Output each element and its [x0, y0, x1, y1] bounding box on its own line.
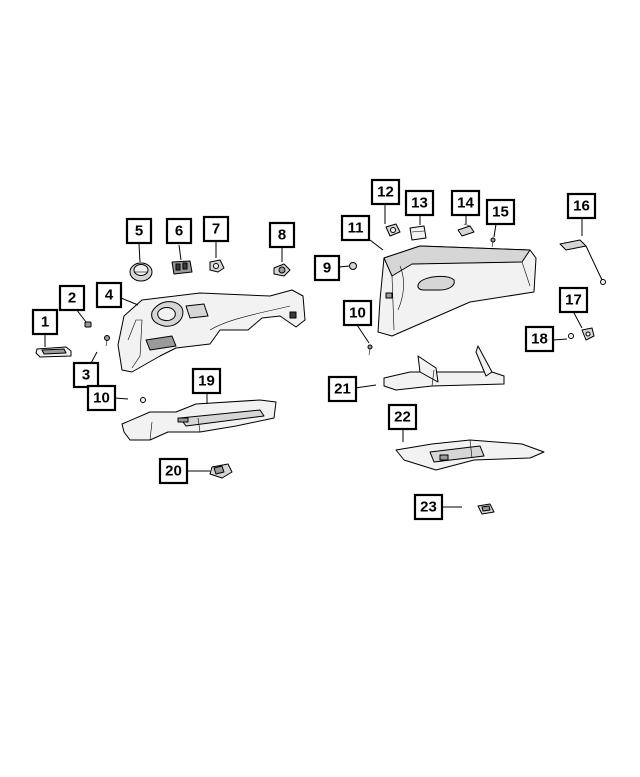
callout-16-label: 16 [573, 198, 590, 215]
part-7-clip [209, 259, 225, 273]
callout-5: 5 [125, 217, 153, 245]
callout-2-label: 2 [68, 290, 76, 307]
callout-2: 2 [58, 284, 86, 312]
callout-8-label: 8 [278, 227, 286, 244]
callout-12: 12 [370, 178, 401, 206]
callout-22: 22 [387, 403, 418, 431]
part-21-liner [383, 345, 505, 391]
part-12-bumper [385, 223, 401, 237]
callout-6-label: 6 [175, 223, 183, 240]
callout-10-right-label: 10 [349, 305, 366, 322]
part-1-bezel [35, 346, 72, 358]
callout-6: 6 [165, 217, 193, 245]
part-15-screw [490, 237, 496, 248]
callout-5-label: 5 [135, 223, 143, 240]
part-17-clip [581, 327, 595, 341]
part-13-latch [409, 225, 427, 241]
callout-17-label: 17 [565, 292, 582, 309]
callout-1-label: 1 [41, 314, 49, 331]
callout-9: 9 [313, 254, 341, 282]
callout-22-label: 22 [394, 409, 411, 426]
callout-23: 23 [413, 493, 444, 521]
callout-13: 13 [404, 189, 435, 217]
part-10-screw-left [140, 397, 146, 403]
callout-16: 16 [566, 192, 597, 220]
part-14-hinge-clip [457, 223, 475, 237]
callout-13-label: 13 [411, 195, 428, 212]
callout-21-label: 21 [334, 381, 351, 398]
callout-10-left: 10 [86, 384, 117, 412]
callout-4-label: 4 [105, 287, 114, 304]
callout-1: 1 [31, 308, 59, 336]
callout-17: 17 [558, 286, 589, 314]
callout-18-label: 18 [531, 331, 548, 348]
callout-3: 3 [72, 361, 100, 389]
callout-20: 20 [158, 457, 189, 485]
callout-8: 8 [268, 221, 296, 249]
callout-10-left-label: 10 [93, 390, 110, 407]
part-18-nut [568, 333, 574, 339]
callout-14: 14 [450, 189, 481, 217]
callout-19: 19 [191, 367, 222, 395]
part-23-latch [477, 503, 495, 515]
callout-15-label: 15 [492, 204, 509, 221]
callout-18: 18 [524, 325, 555, 353]
callout-9-label: 9 [323, 260, 331, 277]
callout-3-label: 3 [82, 367, 90, 384]
callout-11-label: 11 [348, 220, 364, 237]
callout-11: 11 [340, 214, 371, 242]
part-2-clip [84, 321, 92, 328]
leader-lines [44, 205, 583, 508]
callout-7: 7 [202, 215, 230, 243]
part-10-screw-right [367, 344, 373, 356]
part-5-switch [129, 262, 153, 282]
callout-14-label: 14 [457, 195, 474, 212]
callout-4: 4 [95, 281, 123, 309]
part-9-nut [349, 262, 357, 270]
part-4-lower-panel [117, 289, 306, 373]
callout-10-right: 10 [342, 299, 373, 327]
callout-7-label: 7 [212, 221, 220, 238]
callout-19-label: 19 [198, 373, 215, 390]
part-16-damper [559, 239, 606, 285]
part-8-push-pin [273, 263, 291, 277]
callout-15: 15 [485, 198, 516, 226]
part-19-closeout [121, 399, 277, 441]
part-11-glove-box [377, 245, 537, 337]
part-6-switch-block [171, 260, 193, 275]
part-20-bracket [209, 463, 233, 479]
part-3-screw [104, 335, 110, 347]
callout-20-label: 20 [165, 463, 182, 480]
callout-23-label: 23 [420, 499, 437, 516]
part-22-lower-panel [395, 439, 545, 471]
callout-12-label: 12 [377, 184, 394, 201]
callout-21: 21 [327, 375, 358, 403]
